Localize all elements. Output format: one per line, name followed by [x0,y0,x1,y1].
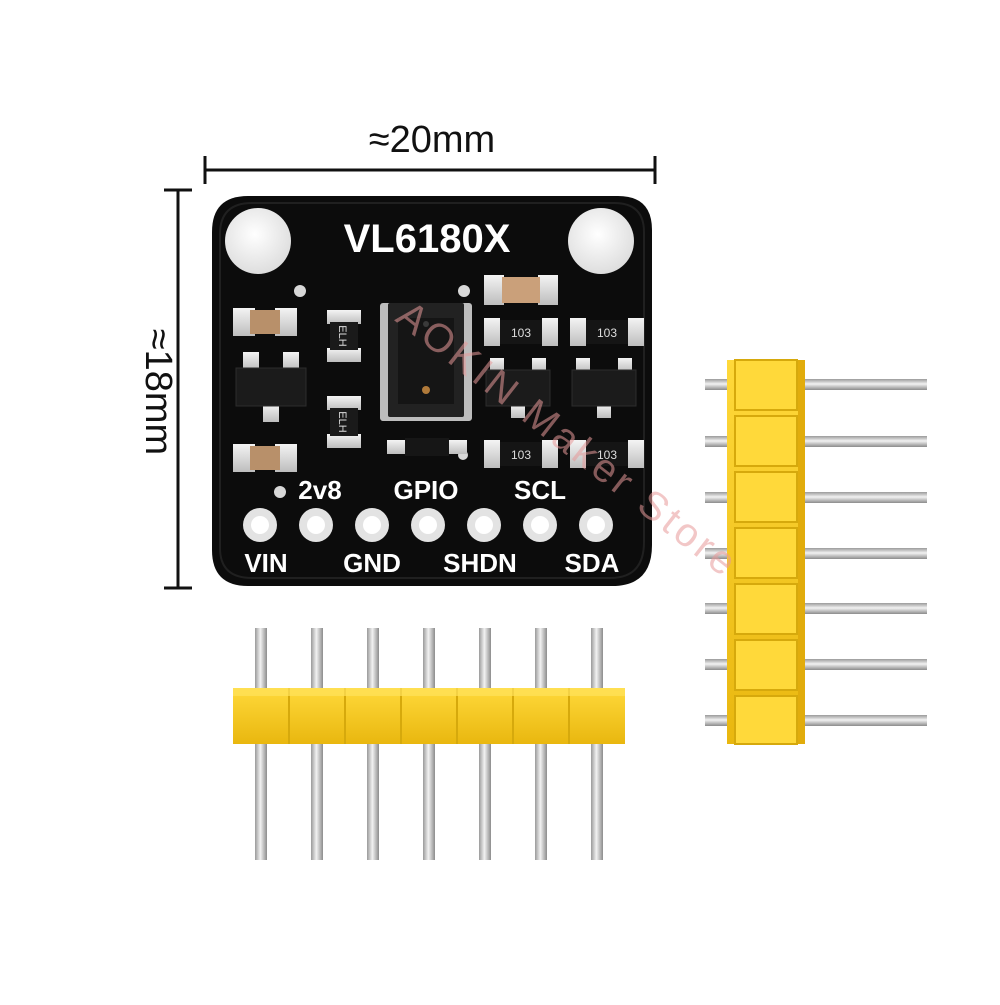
capacitor-left-bottom [233,444,297,472]
resistor-code-4: 103 [597,448,617,462]
resistor-code-3: 103 [511,448,531,462]
resistor-4: 103 [570,440,644,468]
resistor-1: 103 [484,318,558,346]
label-vin: VIN [244,548,287,578]
pcb-board: VL6180X ELH [212,196,652,586]
vl6180x-sensor-chip [380,303,472,421]
label-shdn: SHDN [443,548,517,578]
width-label: ≈20mm [369,119,495,161]
capacitor-code-top: ELH [336,325,348,346]
height-label: ≈18mm [137,329,179,455]
mounting-hole-left [225,208,291,274]
mosfet-1 [485,358,551,418]
resistor-code-1: 103 [511,326,531,340]
label-2v8: 2v8 [298,475,341,505]
label-gnd: GND [343,548,401,578]
board-title: VL6180X [344,217,511,261]
resistor-3: 103 [484,440,558,468]
label-gpio: GPIO [393,475,458,505]
capacitor-elh-top: ELH [327,310,361,362]
pin-header-straight [233,628,625,860]
width-dimension: ≈20mm [203,119,657,184]
pin-header-right-angle [705,359,927,745]
resistor-2: 103 [570,318,644,346]
capacitor-code-bottom: ELH [336,411,348,432]
height-dimension: ≈18mm [137,188,192,590]
capacitor-elh-bottom: ELH [327,396,361,448]
mosfet-2 [571,358,637,418]
small-transistor [387,438,467,456]
board-pin-holes [243,508,613,542]
resistor-code-2: 103 [597,326,617,340]
capacitor-right-top [484,275,558,305]
mounting-hole-right [568,208,634,274]
label-scl: SCL [514,475,566,505]
capacitor-left-top [233,308,297,336]
regulator-left [235,352,307,422]
label-sda: SDA [565,548,620,578]
